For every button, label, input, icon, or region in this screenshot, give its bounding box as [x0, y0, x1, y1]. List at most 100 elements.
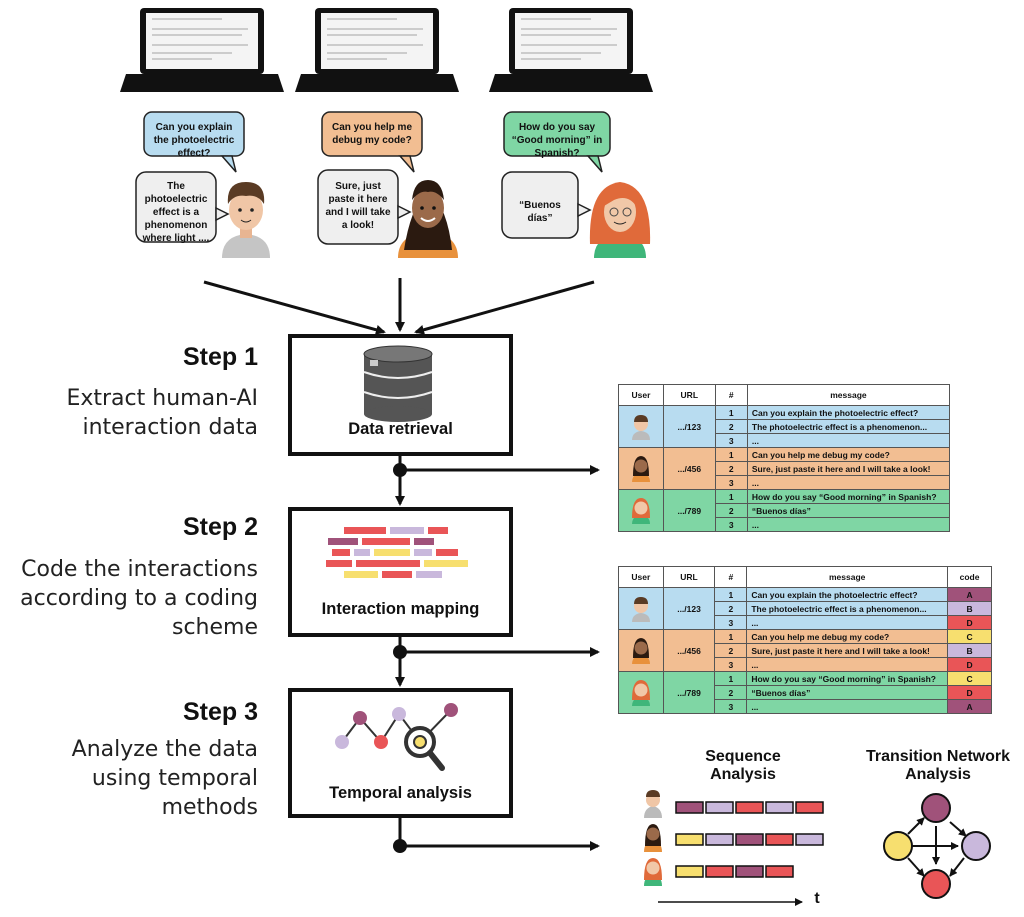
database-icon — [363, 345, 433, 422]
header-message: message — [746, 566, 949, 588]
sequence-block-A — [735, 833, 764, 846]
network-node-A — [921, 793, 951, 823]
sequence-avatar-3 — [644, 858, 662, 886]
answer-bubble-3 — [501, 171, 592, 239]
network-node-B — [961, 831, 991, 861]
message-cell: Can you explain the photoelectric effect… — [746, 587, 949, 602]
message-cell: ... — [746, 615, 949, 630]
answer-bubble-2 — [317, 169, 412, 245]
question-bubble-3 — [503, 111, 611, 173]
sequence-block-C — [675, 833, 704, 846]
laptop-3 — [489, 8, 653, 92]
message-number-cell: 1 — [714, 587, 748, 602]
network-search-icon — [335, 703, 458, 771]
sequence-block-B — [765, 801, 794, 814]
sequence-block-D — [795, 801, 824, 814]
user-avatar-cell — [618, 587, 664, 630]
code-cell: B — [947, 601, 992, 616]
header-code: code — [947, 566, 992, 588]
message-number-cell: 2 — [714, 419, 748, 434]
message-number-cell: 1 — [714, 405, 748, 420]
code-cell: B — [947, 643, 992, 658]
answer-bubble-1 — [135, 171, 230, 243]
message-cell: Can you help me debug my code? — [746, 629, 949, 644]
converging-arrows — [203, 278, 595, 335]
message-number-cell: 3 — [714, 615, 748, 630]
sequence-block-B — [705, 801, 734, 814]
step-3-description: Analyze the data using temporal methods — [71, 737, 258, 820]
message-number-cell: 3 — [714, 475, 748, 490]
code-cell: D — [947, 685, 992, 700]
table-row: 3... — [619, 475, 951, 490]
message-number-cell: 2 — [714, 503, 748, 518]
code-cell: A — [947, 699, 992, 714]
question-text-2: Can you help me debug my code? — [331, 122, 412, 146]
table-row: 3...D — [619, 657, 992, 672]
user-avatar-cell — [618, 489, 664, 532]
laptop-2 — [295, 8, 459, 92]
sequence-bars — [675, 801, 824, 878]
user-avatar-2 — [398, 180, 458, 258]
time-axis-label: t — [814, 890, 820, 907]
message-cell: Can you help me debug my code? — [746, 447, 951, 462]
url-cell: .../456 — [662, 629, 716, 672]
url-cell: .../456 — [662, 447, 716, 490]
user-avatar-cell — [618, 629, 664, 672]
message-number-cell: 2 — [714, 643, 748, 658]
step-2-description: Code the interactions according to a cod… — [20, 557, 258, 640]
message-cell: How do you say “Good morning” in Spanish… — [746, 489, 951, 504]
user-avatar-1 — [222, 182, 270, 258]
table-row: 2“Buenos días”D — [619, 685, 992, 700]
url-cell: .../789 — [662, 671, 716, 714]
sequence-block-C — [675, 865, 704, 878]
table-row: 3...A — [619, 699, 992, 714]
network-node-C — [883, 831, 913, 861]
message-number-cell: 2 — [714, 601, 748, 616]
question-text-1: Can you explain the photoelectric effect… — [153, 122, 235, 159]
code-cell: C — [947, 671, 992, 686]
code-blocks-icon — [326, 527, 468, 578]
message-number-cell: 2 — [714, 685, 748, 700]
sequence-avatar-1 — [644, 790, 662, 818]
laptop-1 — [120, 8, 284, 92]
question-bubble-1 — [143, 111, 245, 173]
message-cell: The photoelectric effect is a phenomenon… — [746, 419, 951, 434]
answer-text-1: The photoelectric effect is a phenomenon… — [142, 181, 210, 244]
message-cell: Sure, just paste it here and I will take… — [746, 643, 949, 658]
message-number-cell: 3 — [714, 433, 748, 448]
message-cell: ... — [746, 475, 951, 490]
sequence-block-A — [675, 801, 704, 814]
url-cell: .../123 — [662, 405, 716, 448]
sequence-block-D — [705, 865, 734, 878]
message-number-cell: 1 — [714, 447, 748, 462]
user-avatar-cell — [618, 405, 664, 448]
message-cell: How do you say “Good morning” in Spanish… — [746, 671, 949, 686]
sequence-block-B — [705, 833, 734, 846]
header-: # — [714, 566, 748, 588]
step-2-title: Step 2 — [182, 513, 258, 541]
data-retrieval-label: Data retrieval — [348, 420, 453, 438]
message-number-cell: 3 — [714, 657, 748, 672]
step-3-title: Step 3 — [182, 698, 258, 726]
header-user: User — [618, 566, 664, 588]
answer-text-3: “Buenos días” — [519, 200, 561, 224]
message-number-cell: 3 — [714, 699, 748, 714]
message-cell: ... — [746, 517, 951, 532]
message-number-cell: 1 — [714, 671, 748, 686]
message-cell: Can you explain the photoelectric effect… — [746, 405, 951, 420]
temporal-analysis-label: Temporal analysis — [329, 784, 472, 802]
user-avatar-3 — [589, 182, 651, 258]
url-cell: .../123 — [662, 587, 716, 630]
user-avatar-cell — [618, 671, 664, 714]
message-cell: ... — [746, 699, 949, 714]
message-cell: “Buenos días” — [746, 685, 949, 700]
message-number-cell: 3 — [714, 517, 748, 532]
user-avatar-cell — [618, 447, 664, 490]
sequence-block-B — [795, 833, 824, 846]
code-cell: C — [947, 629, 992, 644]
